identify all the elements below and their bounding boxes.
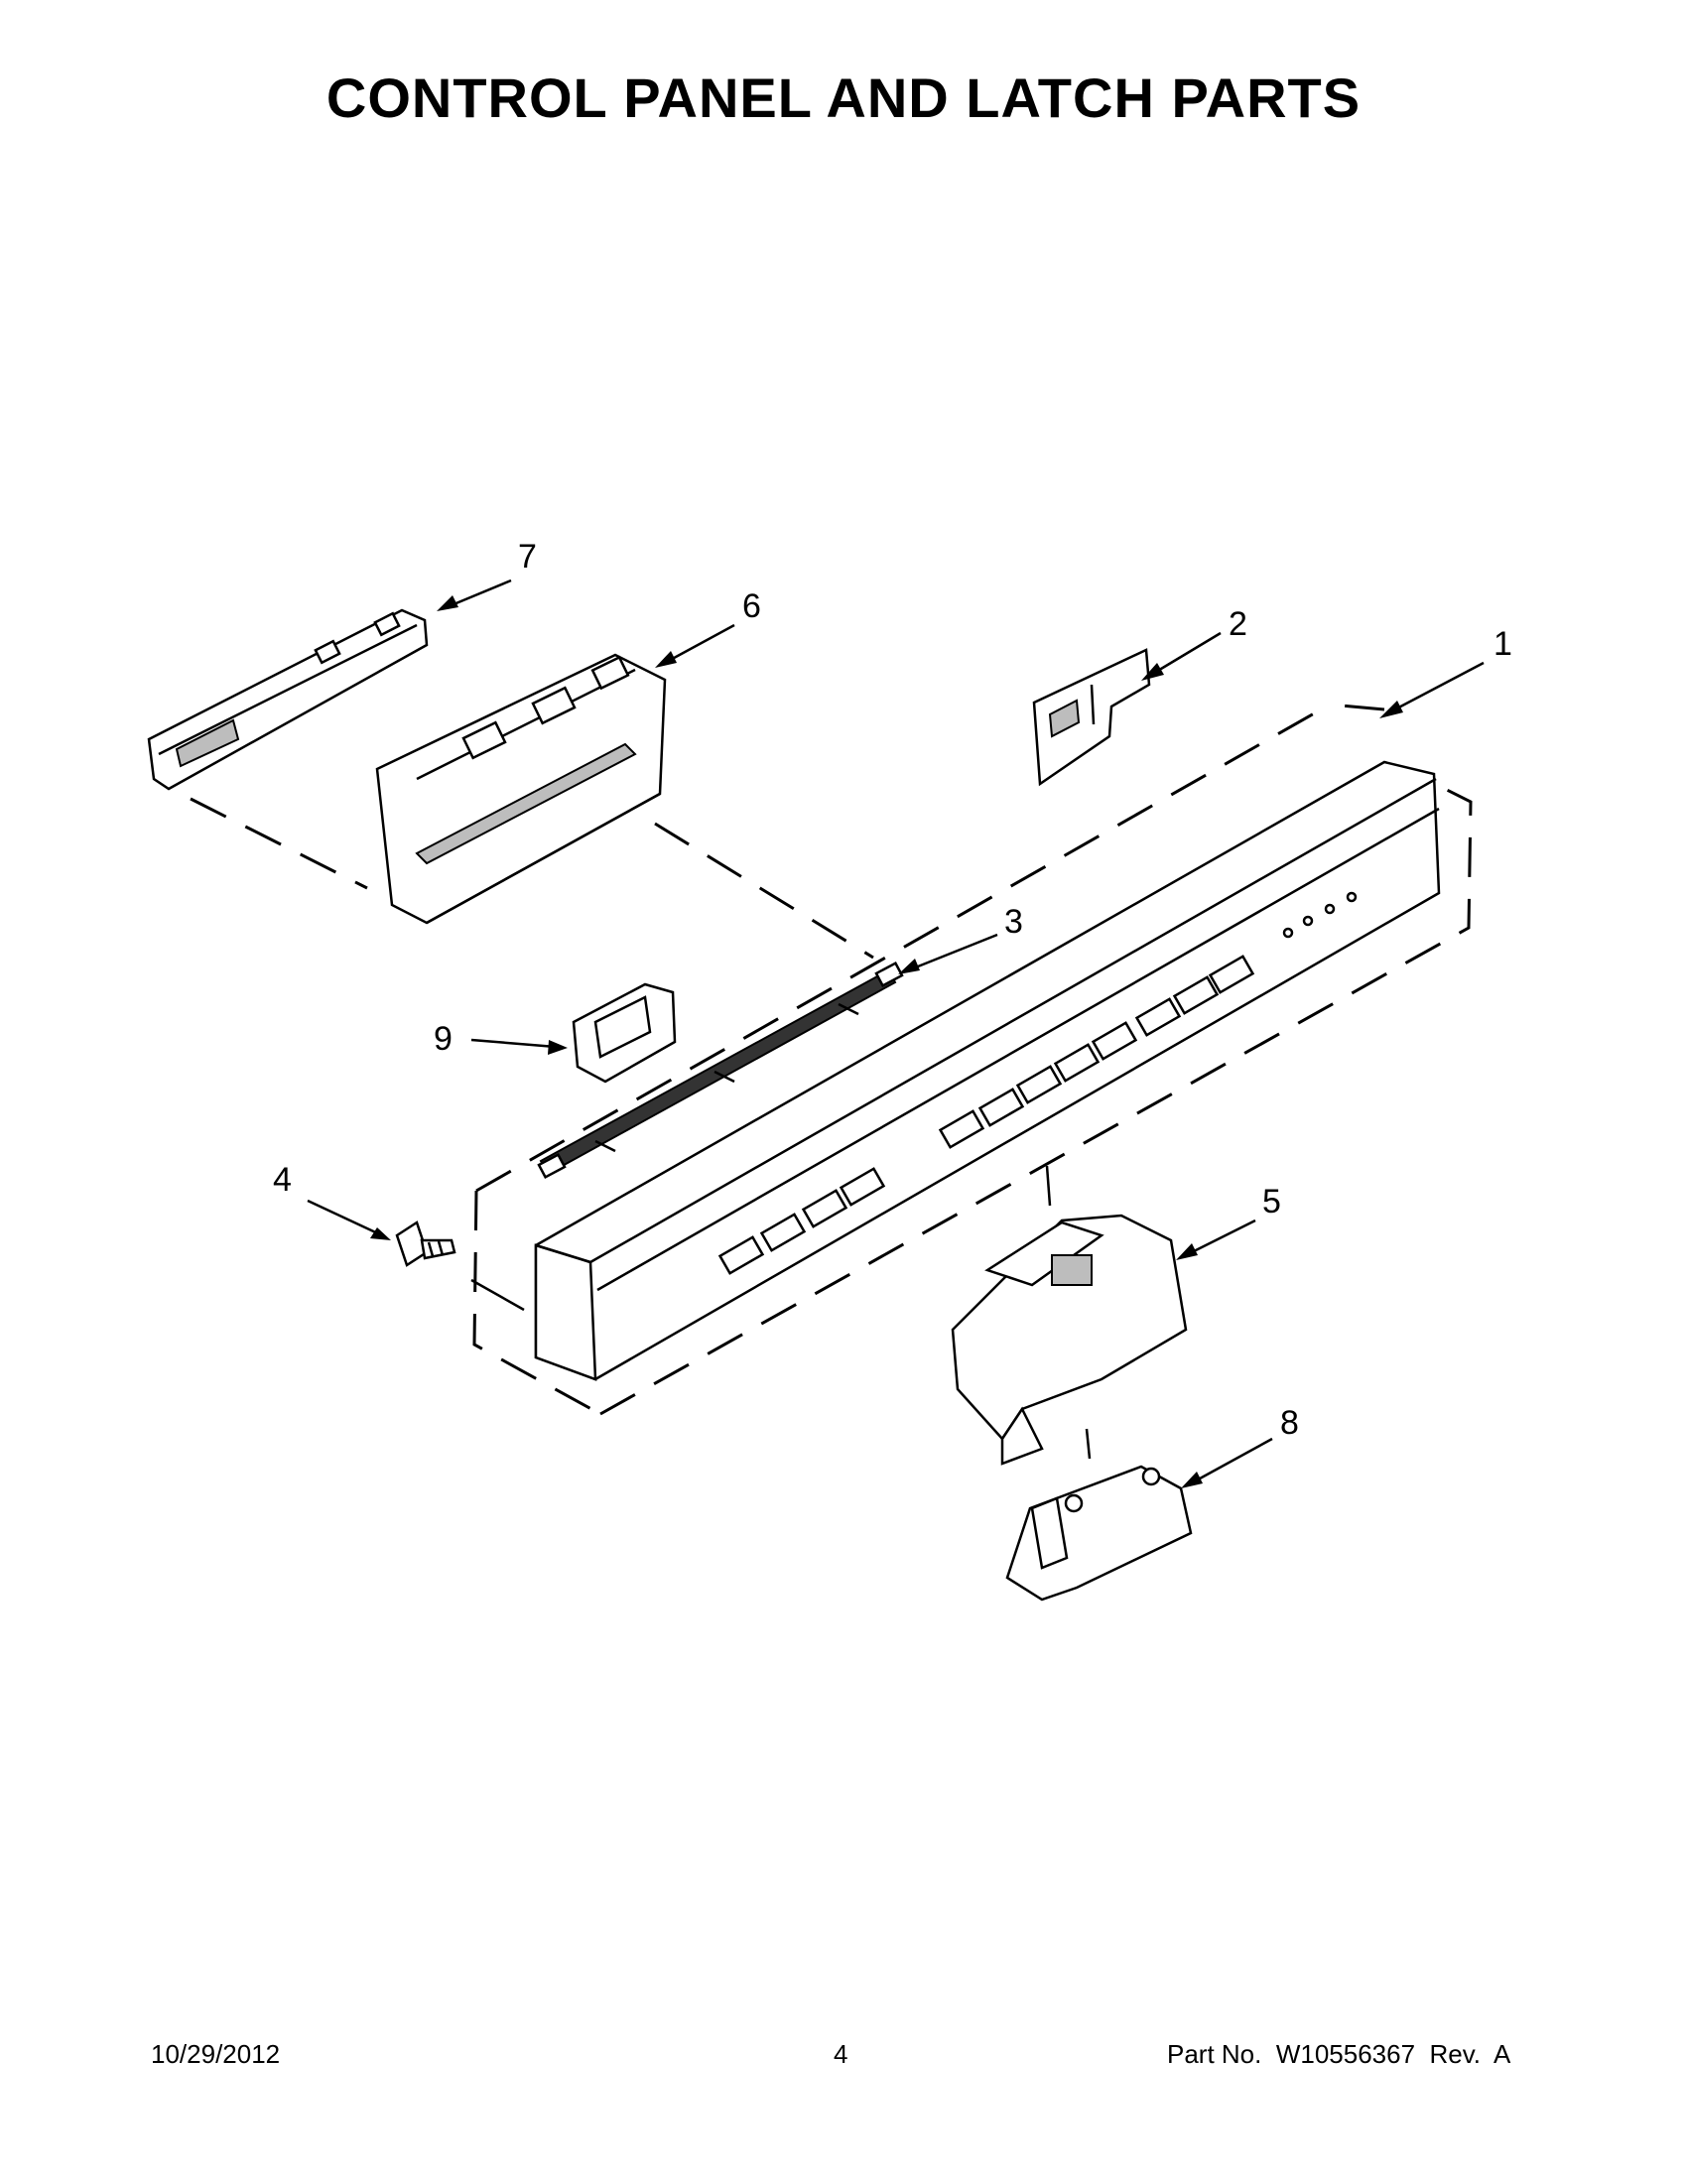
assembly-guide-lines (190, 797, 1092, 1460)
callout-numbers: 1 2 3 4 5 6 7 8 9 (273, 538, 1512, 1442)
part-9-clip (572, 982, 677, 1084)
panel-buttons-left (717, 1167, 886, 1275)
part-2-bracket (1032, 648, 1151, 787)
part-3-ribbon-cable (537, 961, 904, 1180)
callout-1: 1 (1493, 625, 1512, 663)
panel-buttons-right (1172, 955, 1255, 1015)
callout-2: 2 (1229, 605, 1247, 643)
callout-6: 6 (742, 587, 761, 625)
callout-5: 5 (1262, 1183, 1281, 1220)
callout-9: 9 (434, 1020, 453, 1058)
part-4-screw (395, 1220, 456, 1267)
footer-part-number: Part No. W10556367 Rev. A (1167, 2039, 1511, 2069)
callout-7: 7 (518, 538, 537, 576)
footer-date: 10/29/2012 (151, 2039, 281, 2069)
part-5-latch (951, 1214, 1188, 1466)
callout-8: 8 (1280, 1404, 1299, 1442)
part-6-control-board (375, 653, 667, 925)
part-8-latch-base (1005, 1465, 1193, 1602)
page-title: CONTROL PANEL AND LATCH PARTS (325, 66, 1362, 129)
callout-4: 4 (273, 1161, 292, 1199)
panel-indicator-lights (1282, 891, 1358, 939)
leader-arrows (307, 578, 1485, 1488)
panel-buttons-middle (938, 997, 1182, 1149)
footer-page-number: 4 (834, 2039, 848, 2069)
part-1-control-panel (472, 703, 1473, 1416)
part-7-retainer (147, 608, 429, 791)
callout-3: 3 (1004, 903, 1023, 941)
